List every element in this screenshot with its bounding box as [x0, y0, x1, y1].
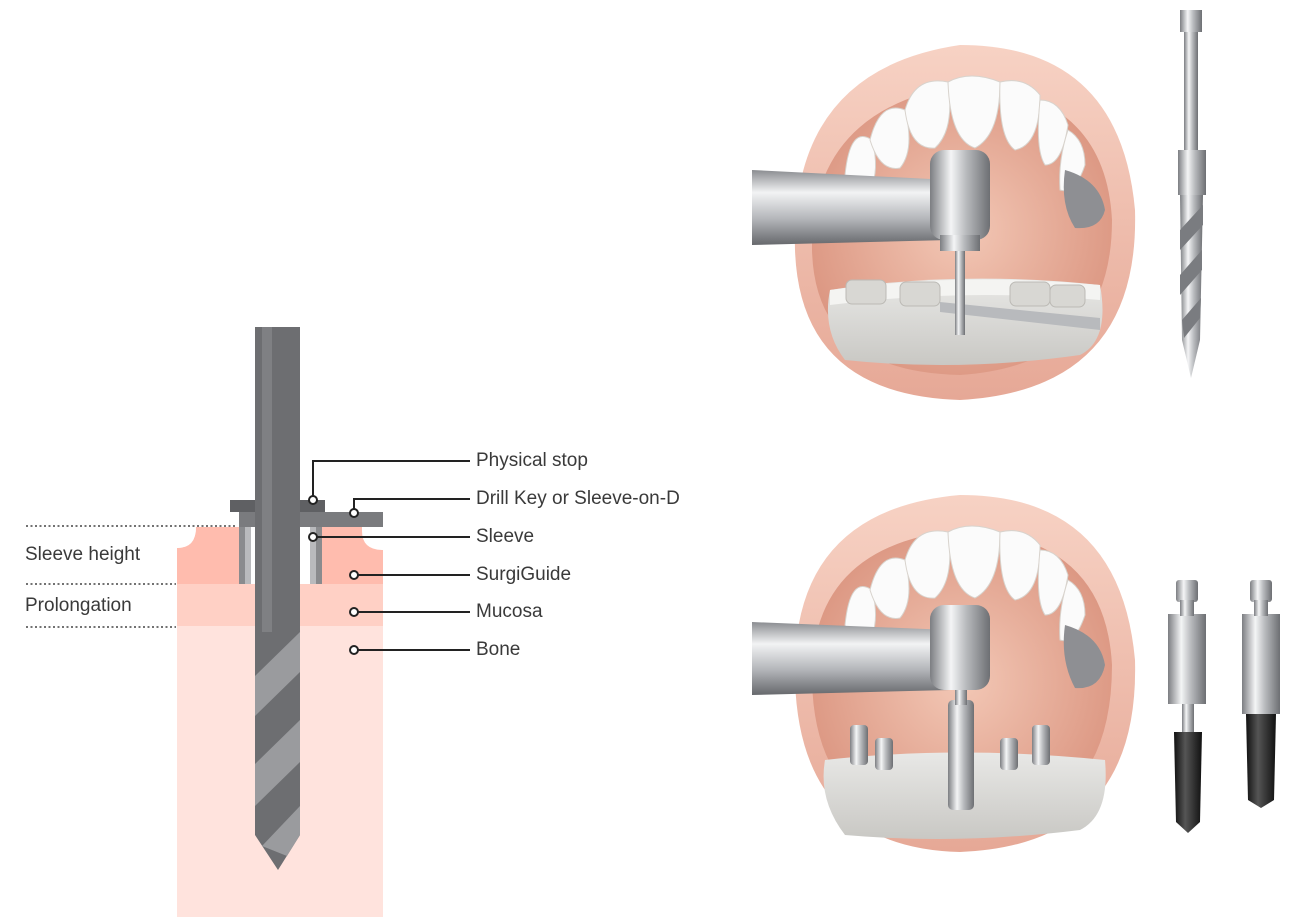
callout-bone: Bone [476, 639, 520, 661]
callout-drill-key: Drill Key or Sleeve-on-D [476, 488, 680, 510]
callout-physical-stop: Physical stop [476, 450, 588, 472]
callout-surgiguide: SurgiGuide [476, 564, 571, 586]
cross-section-diagram [177, 327, 383, 917]
drilling-illustration [752, 45, 1135, 400]
callout-sleeve: Sleeve [476, 526, 534, 548]
implant-placement-illustration [752, 495, 1135, 852]
label-prolongation: Prolongation [25, 595, 132, 617]
implant-mount-short [1168, 580, 1206, 833]
surgical-drill-tool [1178, 10, 1206, 378]
drill-shaft [255, 327, 300, 632]
callout-mucosa: Mucosa [476, 601, 543, 623]
label-sleeve-height: Sleeve height [25, 544, 140, 566]
implant-mount-long [1242, 580, 1280, 808]
